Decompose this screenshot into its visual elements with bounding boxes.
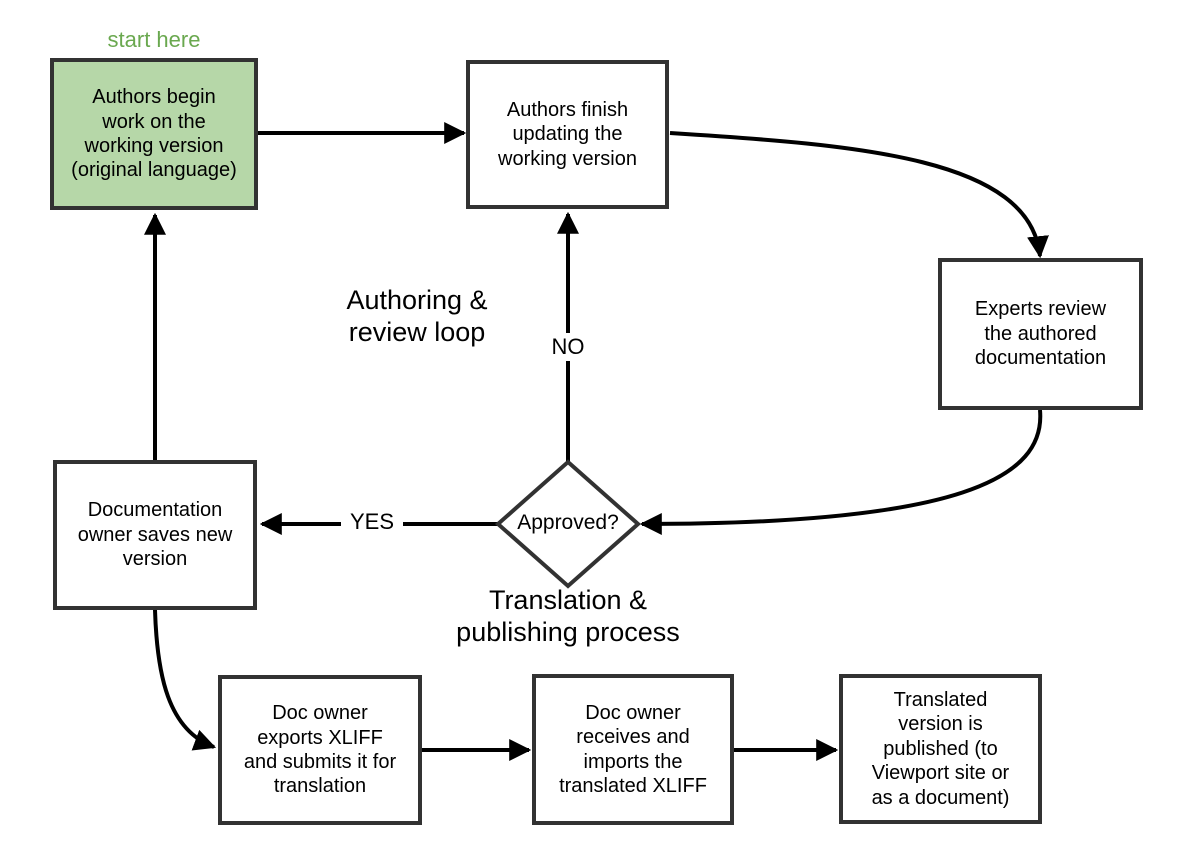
start-here-label: start here (107, 27, 201, 52)
node-authors-begin-label: Authors begin work on the working versio… (71, 86, 237, 182)
decision-approved-label: Approved? (517, 511, 619, 534)
node-owner-imports: Doc owner receives and imports the trans… (532, 674, 734, 825)
arrow-finish-to-experts-curve (669, 131, 1049, 259)
node-published: Translated version is published (to View… (839, 674, 1042, 824)
node-authors-finish: Authors finish updating the working vers… (466, 60, 669, 209)
node-owner-exports-label: Doc owner exports XLIFF and submits it f… (243, 702, 397, 798)
arrow-experts-to-approved-curve (639, 409, 1043, 535)
node-owner-saves-label: Documentation owner saves new version (77, 499, 233, 571)
translation-process-label: Translation & publishing process (456, 585, 680, 647)
node-owner-imports-label: Doc owner receives and imports the trans… (559, 701, 707, 797)
node-owner-saves: Documentation owner saves new version (53, 460, 257, 610)
arrow-saves-to-exports-curve (153, 609, 217, 751)
node-authors-begin: Authors begin work on the working versio… (50, 58, 258, 210)
node-owner-exports: Doc owner exports XLIFF and submits it f… (218, 675, 422, 825)
node-experts-review: Experts review the authored documentatio… (938, 258, 1143, 410)
node-published-label: Translated version is published (to View… (871, 689, 1010, 809)
yes-branch-label: YES (341, 508, 403, 536)
node-authors-finish-label: Authors finish updating the working vers… (498, 98, 637, 170)
node-experts-review-label: Experts review the authored documentatio… (974, 298, 1107, 370)
decision-diamond-shape (494, 459, 642, 589)
authoring-loop-label: Authoring & review loop (346, 285, 488, 347)
no-branch-label: NO (545, 333, 591, 361)
